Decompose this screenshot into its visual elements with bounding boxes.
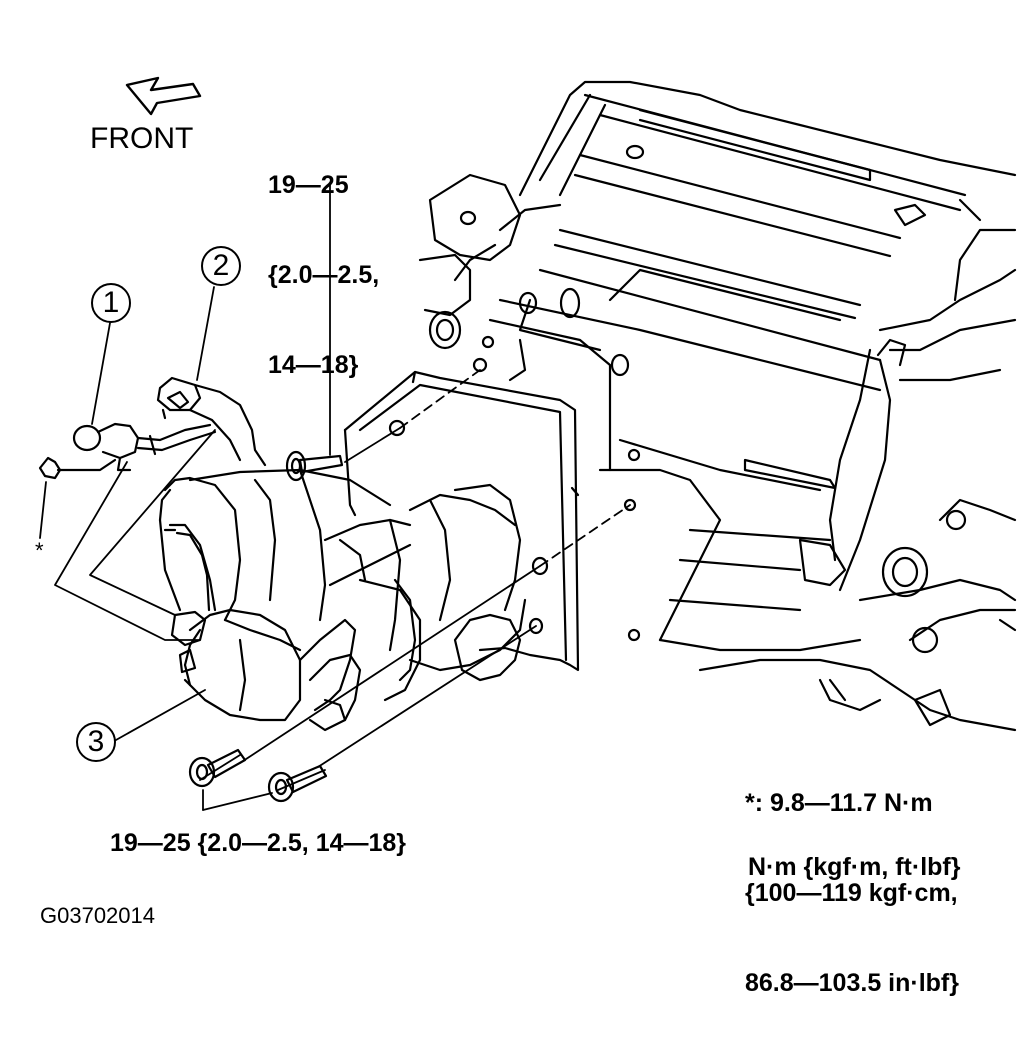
asterisk-torque-note: *: 9.8—11.7 N·m {100—119 kgf·cm, 86.8—10… xyxy=(745,728,959,1058)
harness-connector xyxy=(156,376,267,467)
star-note-line-3: 86.8—103.5 in·lbf} xyxy=(745,969,959,997)
diagram-stage: FRONT 1 2 3 19—25 {2.0—2.5, 14—18} 19—25… xyxy=(35,76,1017,997)
units-legend: N·m {kgf·m, ft·lbf} xyxy=(748,853,961,881)
torque-top-line-1: 19—25 xyxy=(268,171,349,199)
callout-2: 2 xyxy=(201,246,241,286)
asterisk-marker: * xyxy=(35,538,44,563)
starter-motor-body xyxy=(158,468,527,732)
figure-code: G03702014 xyxy=(40,903,155,928)
front-label: FRONT xyxy=(90,122,194,155)
terminal-lead xyxy=(38,422,217,480)
torque-spec-bottom: 19—25 {2.0—2.5, 14—18} xyxy=(110,829,407,857)
star-note-line-1: *: 9.8—11.7 N·m xyxy=(745,789,933,817)
lower-bolt-2 xyxy=(267,764,328,803)
callout-3: 3 xyxy=(76,722,116,762)
upper-bolt xyxy=(285,450,344,482)
torque-spec-top: 19—25 {2.0—2.5, 14—18} xyxy=(268,110,379,440)
starter-mounting-flange xyxy=(343,370,637,672)
callout-1: 1 xyxy=(91,283,131,323)
torque-top-line-3: 14—18} xyxy=(268,351,359,379)
torque-top-line-2: {2.0—2.5, xyxy=(268,261,380,289)
transmission-housing xyxy=(418,80,1017,732)
lower-bolt-1 xyxy=(188,748,247,788)
front-arrow-icon xyxy=(125,76,202,116)
starter-installation-drawing xyxy=(38,76,1017,811)
callout-leaders xyxy=(39,182,631,811)
star-note-line-2: {100—119 kgf·cm, xyxy=(745,879,958,907)
